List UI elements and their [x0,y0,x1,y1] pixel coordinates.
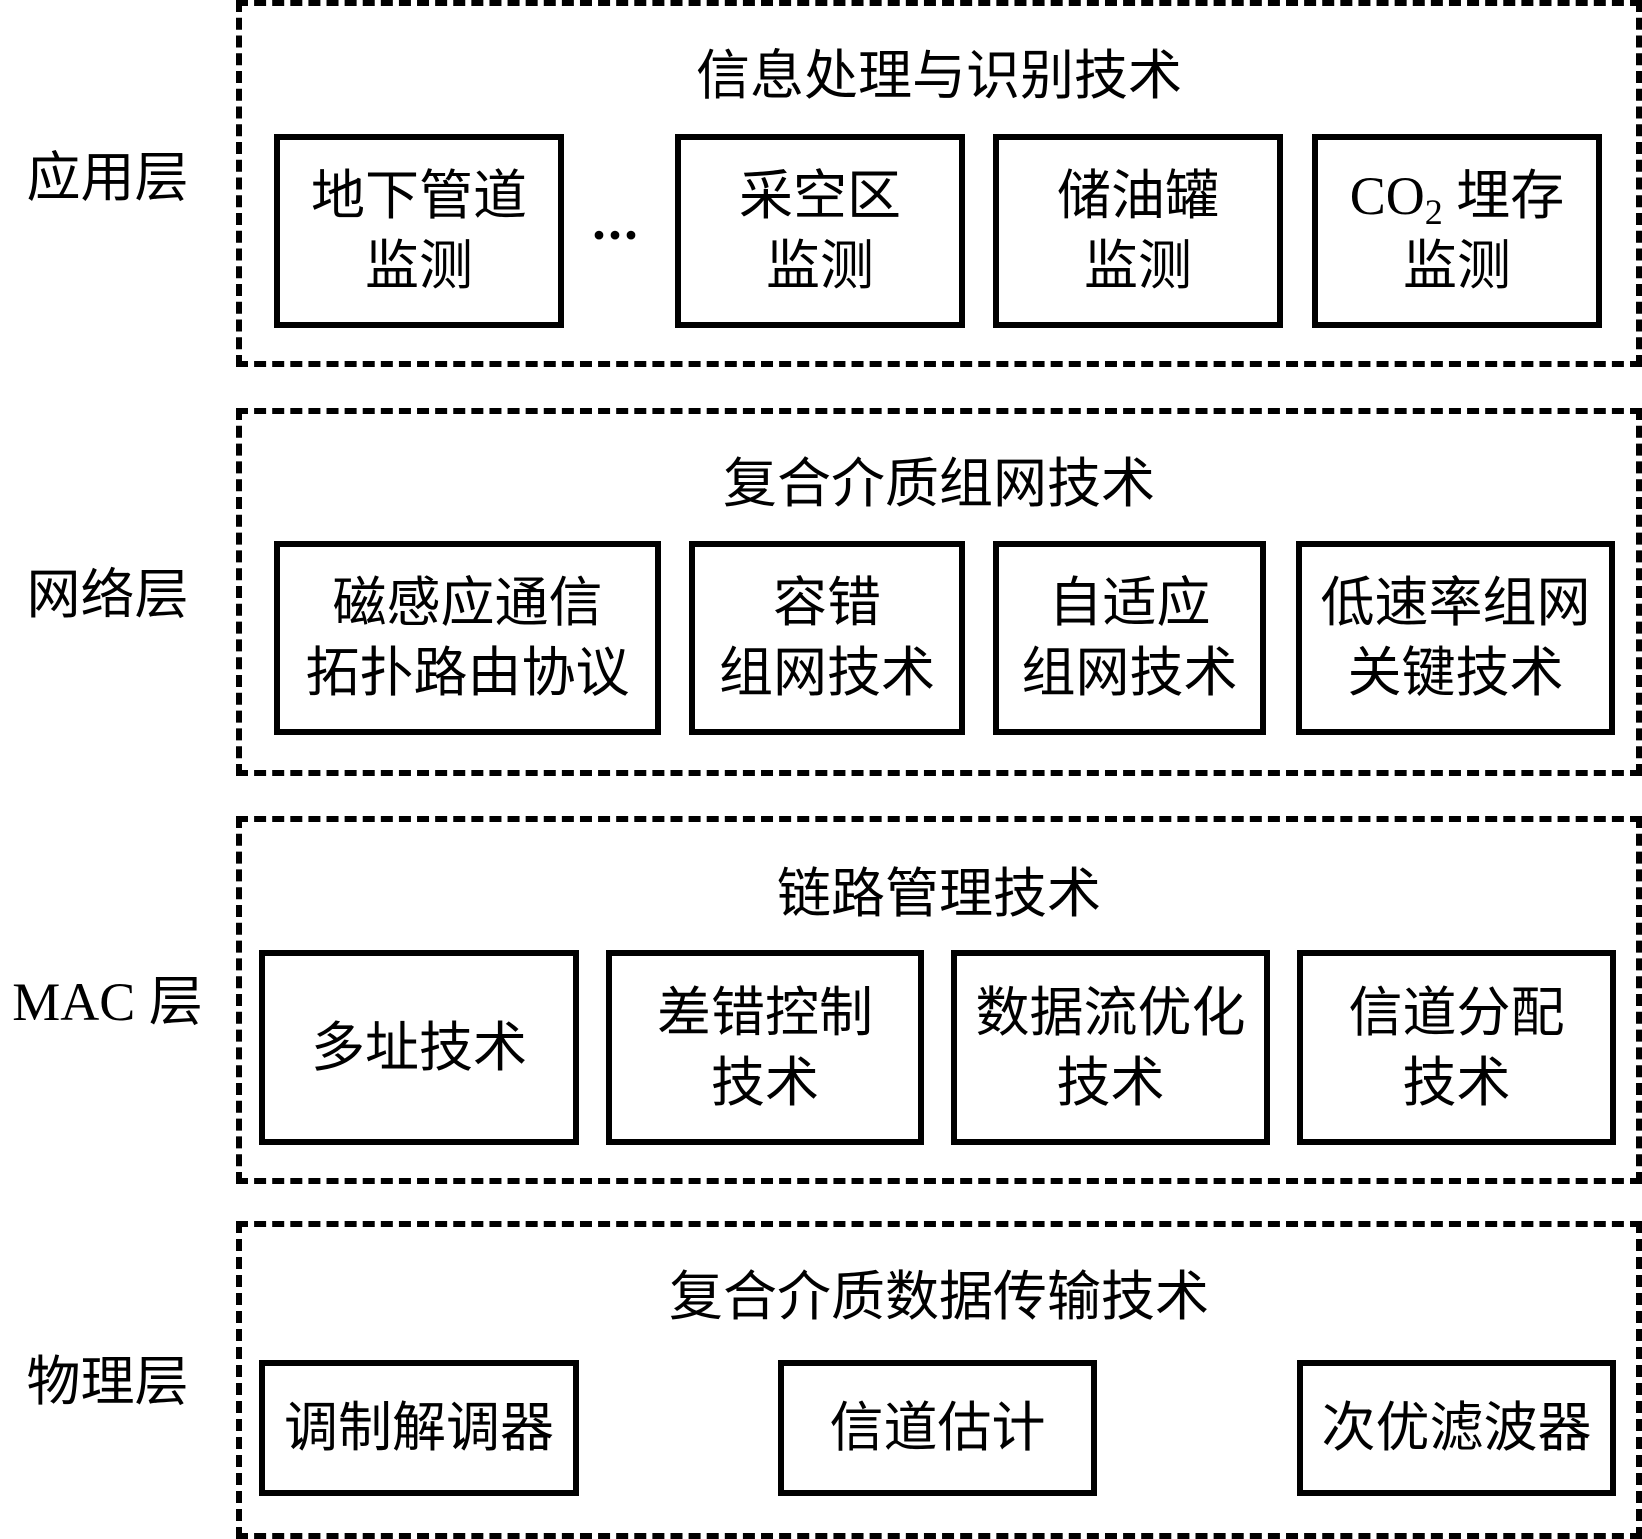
box-suboptimal-filter: 次优滤波器 [1297,1360,1616,1496]
box-modem: 调制解调器 [259,1360,579,1496]
layer-frame-network: 复合介质组网技术 [236,408,1642,776]
box-channel-allocation: 信道分配 技术 [1297,950,1616,1145]
co2-subscript: 2 [1424,192,1443,232]
layer-frame-physical: 复合介质数据传输技术 [236,1221,1642,1539]
box-adaptive-networking: 自适应 组网技术 [993,541,1266,735]
box-line: 地下管道 [311,166,527,226]
layer-title-network: 复合介质组网技术 [723,454,1155,514]
box-line: 调制解调器 [284,1398,554,1458]
box-line: 关键技术 [1347,643,1564,703]
layer-frame-application: 信息处理与识别技术 [236,0,1642,367]
box-data-flow-optimization: 数据流优化 技术 [951,950,1270,1145]
box-line: 数据流优化 [975,982,1246,1043]
co2-prefix: CO [1349,166,1425,226]
box-line: 磁感应通信 [332,573,603,633]
box-line: 低速率组网 [1320,573,1591,633]
box-line: 组网技术 [719,643,935,703]
box-line: 组网技术 [1021,643,1238,703]
box-fault-tolerant-networking: 容错 组网技术 [689,541,965,735]
box-line: 差错控制 [657,982,873,1043]
layer-label-network: 网络层 [26,565,189,625]
layer-title-mac: 链路管理技术 [777,864,1101,924]
box-line: CO2 埋存 [1350,161,1565,231]
box-line: 拓扑路由协议 [305,643,630,703]
box-line: 监测 [365,236,473,296]
box-underground-pipeline: 地下管道 监测 [274,134,564,328]
ellipsis-icon: ··· [590,205,640,265]
box-line: 多址技术 [311,1017,527,1078]
box-line: 自适应 [1048,573,1211,633]
box-error-control: 差错控制 技术 [606,950,924,1145]
co2-suffix: 埋存 [1456,166,1565,226]
box-goaf: 采空区 监测 [675,134,965,328]
box-channel-estimation: 信道估计 [778,1360,1097,1496]
layer-title-application: 信息处理与识别技术 [696,46,1182,106]
box-line: 次优滤波器 [1321,1398,1592,1458]
box-oil-tank: 储油罐 监测 [993,134,1283,328]
box-line: 监测 [766,236,874,296]
box-multiple-access: 多址技术 [259,950,579,1145]
box-line: 技术 [1056,1052,1165,1113]
box-line: 采空区 [739,166,901,226]
box-line: 技术 [1402,1052,1511,1113]
layer-title-physical: 复合介质数据传输技术 [669,1267,1209,1327]
layer-label-mac: MAC 层 [12,972,203,1032]
box-line: 储油罐 [1057,166,1219,226]
box-line: 信道分配 [1348,982,1565,1043]
box-line: 技术 [711,1052,819,1113]
box-co2-storage: CO2 埋存 监测 [1312,134,1602,328]
layer-frame-mac: 链路管理技术 [236,816,1642,1184]
box-line: 容错 [773,573,881,633]
box-line: 监测 [1403,236,1511,296]
box-line: 信道估计 [829,1398,1046,1458]
box-magnetic-induction-routing: 磁感应通信 拓扑路由协议 [274,541,661,735]
box-line: 监测 [1084,236,1192,296]
layer-label-application: 应用层 [26,148,189,208]
layer-label-physical: 物理层 [26,1352,189,1412]
box-low-rate-networking: 低速率组网 关键技术 [1296,541,1615,735]
